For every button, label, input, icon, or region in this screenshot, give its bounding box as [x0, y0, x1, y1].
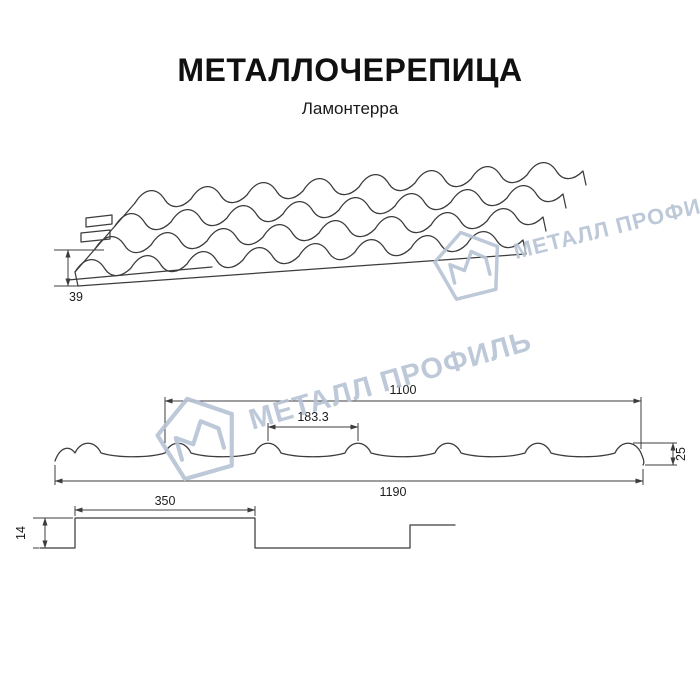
eaves-board-line [67, 266, 213, 281]
profile-curve [54, 442, 645, 466]
cross-section-drawing: 1100 183.3 25 1190 [54, 383, 688, 499]
dim-1190-label: 1190 [380, 485, 407, 499]
batten-top [85, 214, 113, 228]
tile-row-back-edge [134, 162, 587, 208]
perspective-view-drawing: 39 [54, 162, 587, 304]
step-profile-line [39, 517, 456, 549]
dim-350-label: 350 [155, 494, 176, 508]
batten-bottom [80, 229, 111, 243]
dim-39-label: 39 [69, 290, 83, 304]
tile-row-3-edge [114, 185, 567, 231]
page-subtitle: Ламонтерра [301, 99, 399, 118]
dim-1100-label: 1100 [390, 383, 417, 397]
sheet-left-edge [74, 202, 136, 273]
dim-25-label: 25 [674, 447, 688, 461]
header: МЕТАЛЛОЧЕРЕПИЦА Ламонтерра [0, 52, 700, 119]
module-profile-drawing: 350 14 [14, 494, 456, 549]
tile-row-2-edge [94, 208, 547, 254]
page-title: МЕТАЛЛОЧЕРЕПИЦА [177, 52, 523, 88]
dim-14-label: 14 [14, 526, 28, 540]
dim-183-label: 183.3 [297, 410, 328, 424]
